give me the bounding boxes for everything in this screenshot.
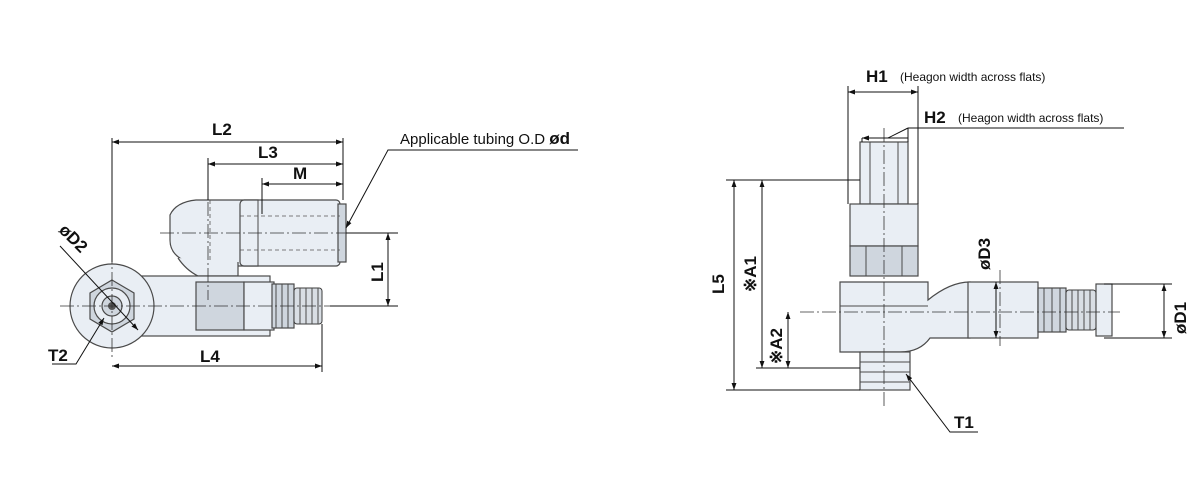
dim-h2 — [861, 127, 1124, 142]
label-l3: L3 — [258, 143, 278, 162]
elbow-body-main — [839, 281, 971, 353]
label-h1: H1 — [866, 67, 888, 86]
dim-d1 — [1104, 283, 1172, 339]
leader-t1 — [905, 373, 978, 433]
label-d1: øD1 — [1171, 302, 1190, 334]
label-d2: øD2 — [55, 220, 91, 256]
dim-m — [261, 178, 343, 214]
label-a1: ※A1 — [741, 256, 760, 292]
leader-t2 — [52, 317, 105, 365]
bottom-thread — [859, 351, 911, 391]
dim-l5 — [726, 179, 860, 391]
label-l2: L2 — [212, 120, 232, 139]
left-view: L2 L3 M L1 L4 øD2 T2 Applicable tubing O… — [48, 120, 578, 372]
side-fitting — [967, 281, 1113, 339]
leader-d2 — [59, 245, 139, 331]
label-l5: L5 — [709, 274, 728, 294]
label-tubing: Applicable tubing O.D ød — [400, 129, 570, 148]
dim-l4 — [112, 324, 323, 372]
dim-h1 — [847, 86, 919, 204]
label-h1-note: (Heagon width across flats) — [900, 70, 1045, 84]
label-t1: T1 — [954, 413, 974, 432]
leader-tubing — [345, 149, 578, 229]
label-t2: T2 — [48, 346, 68, 365]
label-d3: øD3 — [975, 238, 994, 270]
right-view: H1 (Heagon width across flats) H2 (Heago… — [709, 67, 1190, 433]
label-l4: L4 — [200, 347, 220, 366]
label-h2: H2 — [924, 108, 946, 127]
dim-l1 — [330, 232, 398, 307]
label-a2: ※A2 — [767, 328, 786, 364]
label-m: M — [293, 164, 307, 183]
dim-l2 — [111, 138, 344, 262]
dim-a1 — [756, 180, 860, 369]
label-h2-note: (Heagon width across flats) — [958, 111, 1103, 125]
label-l1: L1 — [368, 262, 387, 282]
dim-l3 — [207, 158, 343, 200]
